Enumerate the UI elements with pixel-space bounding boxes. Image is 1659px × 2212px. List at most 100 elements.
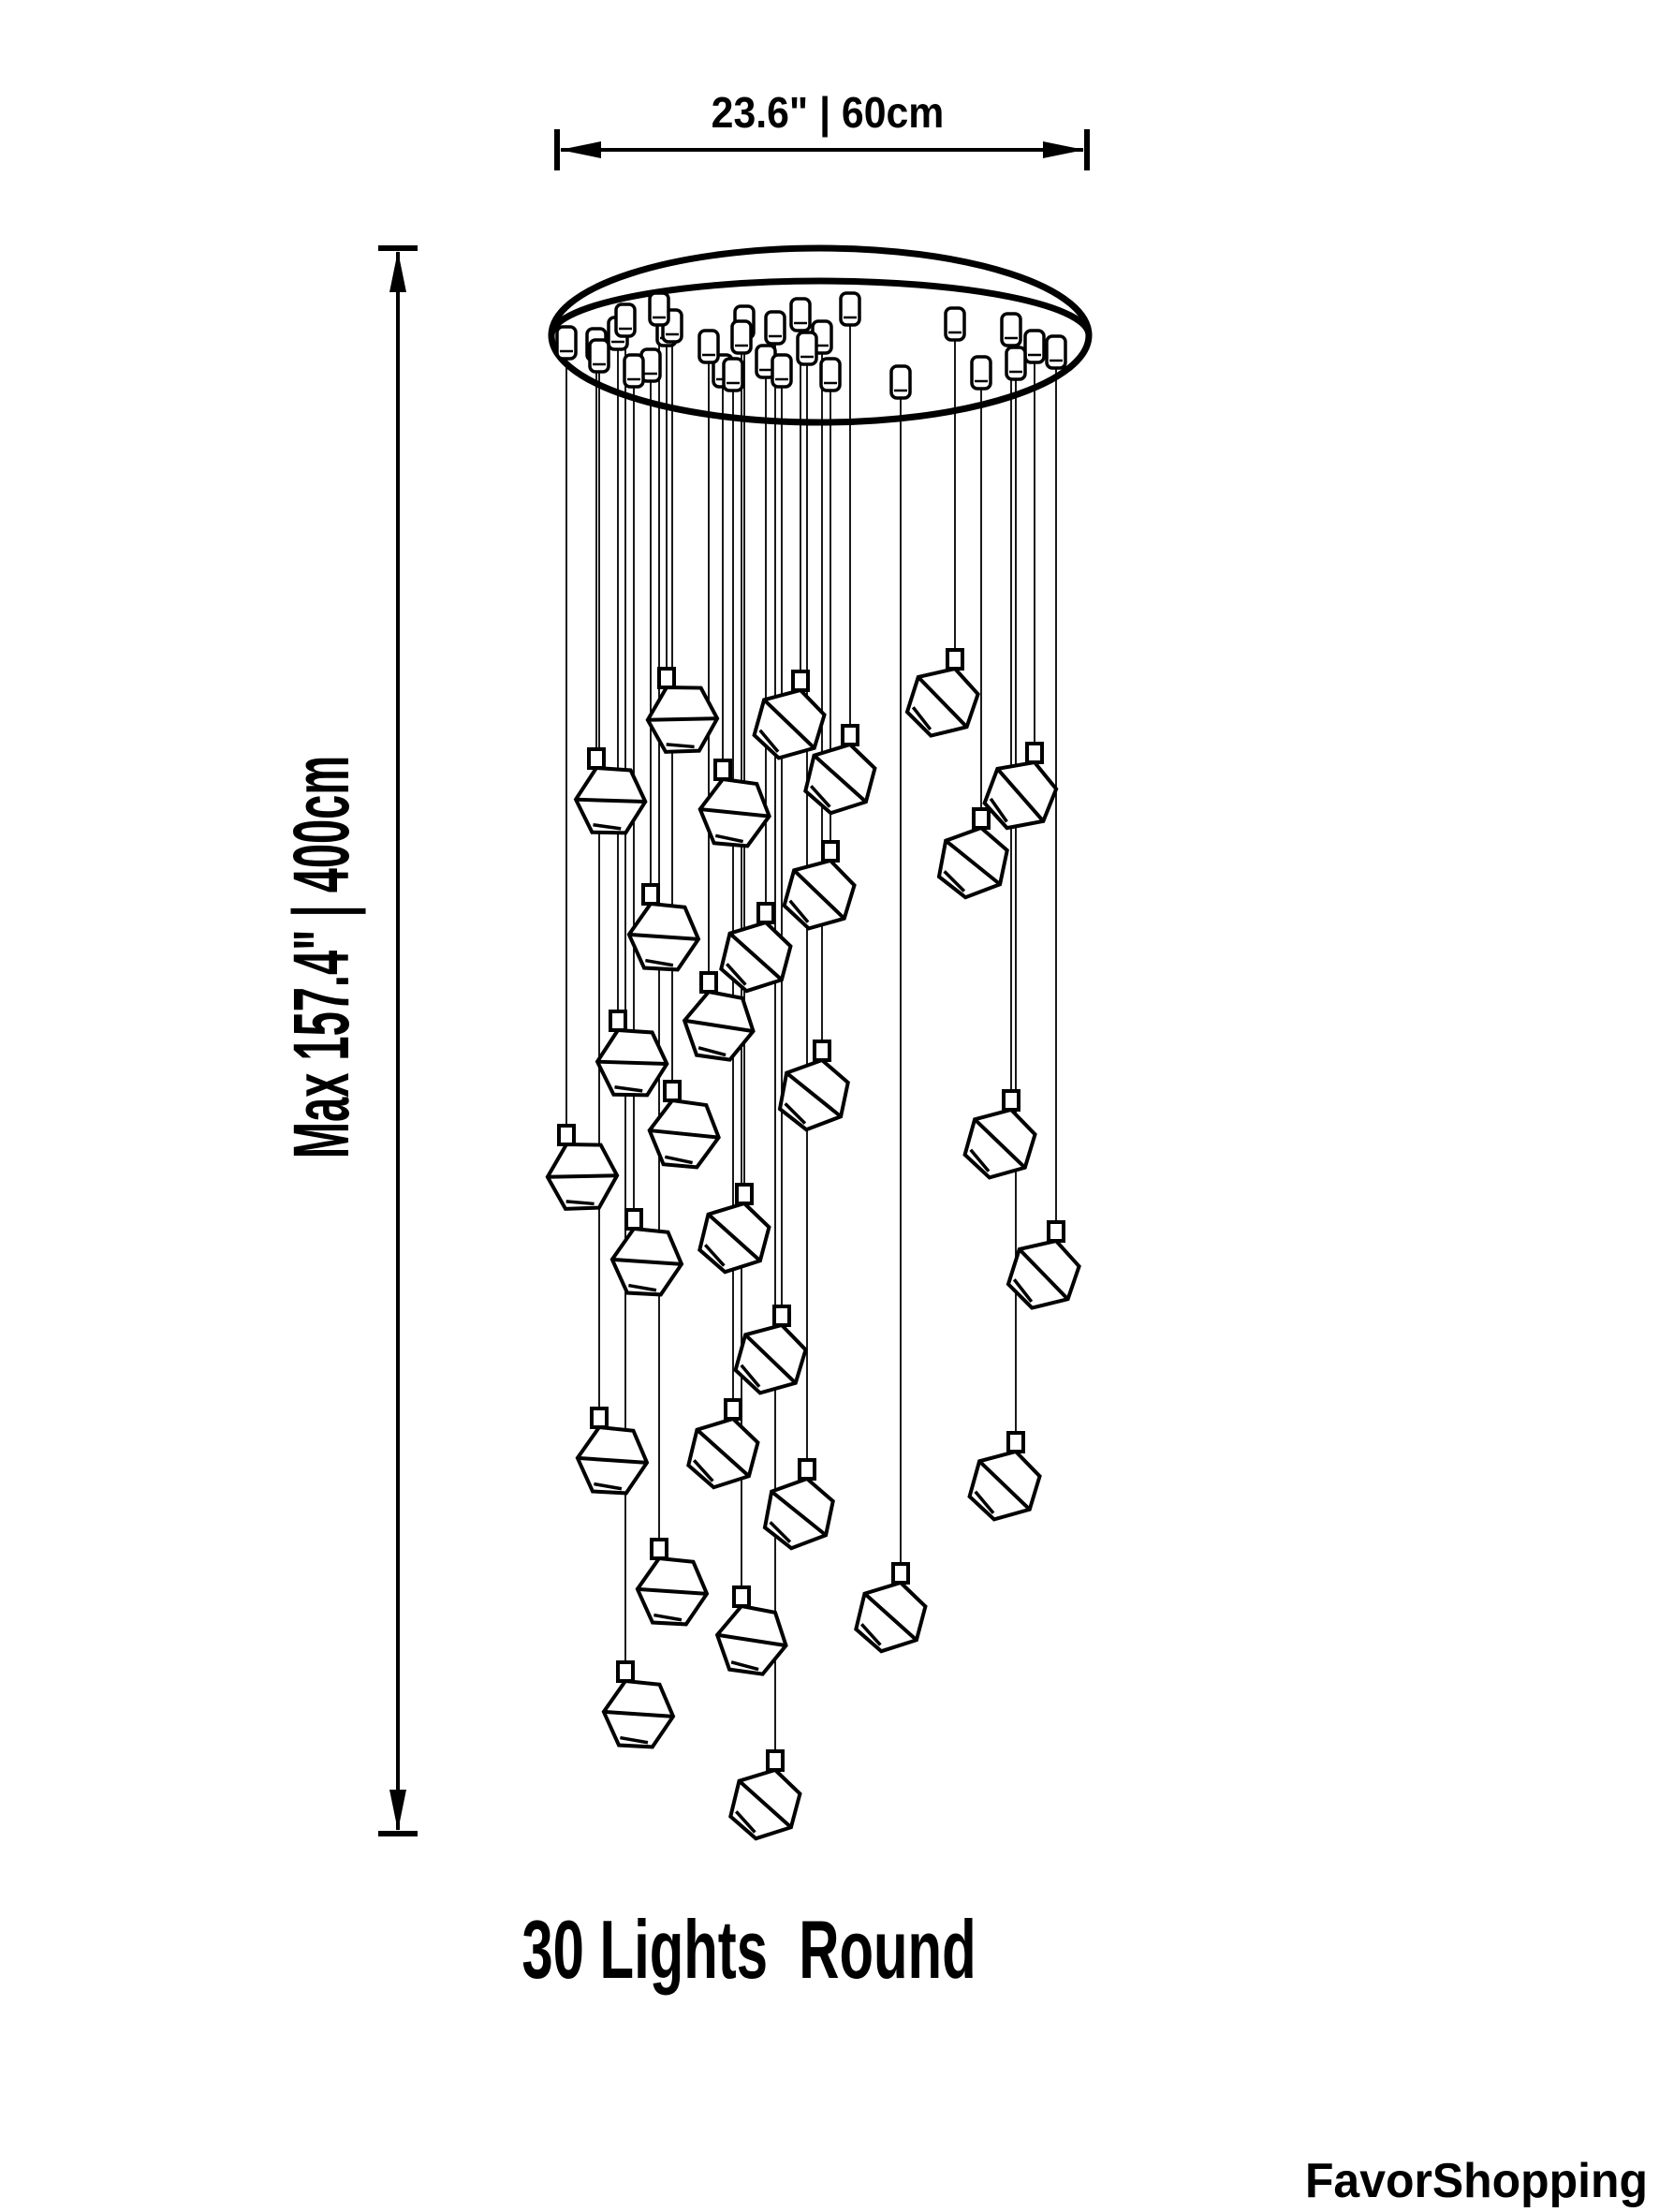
drawing-layer bbox=[378, 129, 1093, 1841]
wire-holder bbox=[819, 357, 842, 392]
pendant-cube bbox=[782, 858, 857, 931]
pendant bbox=[609, 1208, 684, 1297]
wire-holder bbox=[1045, 334, 1067, 370]
pendant-cube bbox=[752, 687, 827, 760]
wire-holder bbox=[789, 297, 812, 332]
pendant-socket bbox=[1047, 1220, 1065, 1243]
pendant bbox=[762, 1458, 835, 1551]
pendant bbox=[936, 807, 1009, 900]
pendant bbox=[575, 1407, 650, 1496]
pendant-cube bbox=[936, 825, 1009, 900]
pendant-socket bbox=[946, 648, 964, 671]
pendant bbox=[697, 1183, 771, 1275]
pendant-cube bbox=[762, 1476, 835, 1551]
pendant-cube bbox=[545, 1142, 620, 1211]
wire-holder bbox=[648, 291, 670, 327]
wire-holder bbox=[944, 306, 966, 342]
pendant bbox=[635, 1538, 710, 1627]
wire-holder bbox=[623, 353, 645, 389]
pendant bbox=[962, 1089, 1037, 1180]
pendant-cube bbox=[714, 1603, 788, 1676]
height-dimension bbox=[378, 245, 418, 1836]
pendant-socket bbox=[891, 1562, 910, 1585]
pendant-socket bbox=[813, 1040, 831, 1062]
wire-holder bbox=[555, 325, 578, 361]
wire-holder bbox=[1000, 312, 1022, 347]
pendant-cube bbox=[682, 989, 756, 1062]
canopy bbox=[548, 244, 1093, 426]
pendant bbox=[595, 1010, 669, 1098]
pendant-socket bbox=[841, 724, 859, 746]
wire-holder bbox=[730, 319, 753, 355]
pendant-cube bbox=[601, 1678, 676, 1749]
pendant-socket bbox=[766, 1749, 785, 1772]
pendant-cube bbox=[967, 1449, 1042, 1522]
pendant-socket bbox=[1002, 1089, 1020, 1112]
pendant-cube bbox=[982, 759, 1059, 831]
pendant-cube bbox=[728, 1767, 802, 1841]
brand-watermark: FavorShopping bbox=[1305, 2153, 1648, 2207]
pendant-cube bbox=[719, 920, 793, 994]
pendant bbox=[803, 724, 877, 816]
height-dimension-label: Max 157.4" | 400cm bbox=[278, 756, 367, 1158]
width-dimension-label: 23.6" | 60cm bbox=[712, 90, 945, 139]
pendant-cube bbox=[777, 1057, 850, 1132]
pendant-cube bbox=[609, 1226, 684, 1297]
wire-holder bbox=[588, 338, 610, 374]
pendants bbox=[545, 648, 1081, 1841]
pendant-cube bbox=[803, 742, 877, 816]
pendant-socket bbox=[1006, 1431, 1025, 1453]
pendant-socket bbox=[699, 971, 718, 994]
pendant-cube bbox=[626, 901, 701, 972]
pendant-socket bbox=[657, 667, 676, 689]
pendant-socket bbox=[756, 902, 775, 924]
pendant-cube bbox=[635, 1556, 710, 1627]
pendant bbox=[777, 1040, 850, 1132]
pendant-socket bbox=[641, 883, 660, 906]
pendant-socket bbox=[616, 1660, 635, 1683]
pendant bbox=[719, 902, 793, 994]
width-dimension bbox=[554, 129, 1090, 170]
pendant-socket bbox=[735, 1183, 754, 1205]
pendant bbox=[967, 1431, 1042, 1522]
pendant-cube bbox=[733, 1322, 808, 1395]
product-title: 30 Lights Round bbox=[521, 1903, 976, 1995]
pendant bbox=[733, 1305, 808, 1395]
pendant-socket bbox=[821, 840, 840, 863]
pendant bbox=[626, 883, 701, 972]
pendant bbox=[752, 670, 827, 760]
pendant-socket bbox=[1025, 742, 1044, 764]
pendant bbox=[1006, 1220, 1081, 1310]
pendant bbox=[682, 971, 756, 1062]
canopy-top-edge bbox=[548, 277, 1093, 336]
pendant bbox=[686, 1398, 760, 1490]
pendant bbox=[854, 1562, 928, 1654]
pendant-cube bbox=[595, 1027, 669, 1098]
pendant-socket bbox=[587, 747, 606, 770]
pendant-cube bbox=[854, 1580, 928, 1654]
wire-holder bbox=[771, 353, 793, 389]
wire-holder bbox=[614, 302, 637, 338]
wire-holder bbox=[796, 331, 818, 366]
pendant-cube bbox=[686, 1416, 760, 1490]
pendant-cube bbox=[1006, 1238, 1081, 1310]
pendant-socket bbox=[798, 1458, 816, 1481]
pendant-socket bbox=[791, 670, 810, 692]
pendant-socket bbox=[732, 1585, 751, 1608]
pendant bbox=[982, 742, 1059, 831]
pendant-socket bbox=[624, 1208, 643, 1231]
pendant-cube bbox=[647, 1098, 721, 1170]
wire-holder bbox=[889, 364, 912, 400]
wire-holder bbox=[1023, 329, 1046, 364]
pendant-socket bbox=[663, 1080, 682, 1102]
wire-holder bbox=[970, 355, 992, 391]
pendant-cube bbox=[962, 1107, 1037, 1180]
pendant-cube bbox=[697, 1201, 771, 1275]
wire-holder bbox=[839, 291, 861, 327]
pendant bbox=[728, 1749, 802, 1841]
wire-holder bbox=[764, 310, 786, 346]
wire-holder bbox=[697, 329, 720, 364]
pendant-socket bbox=[972, 807, 991, 830]
pendant-socket bbox=[557, 1124, 576, 1146]
